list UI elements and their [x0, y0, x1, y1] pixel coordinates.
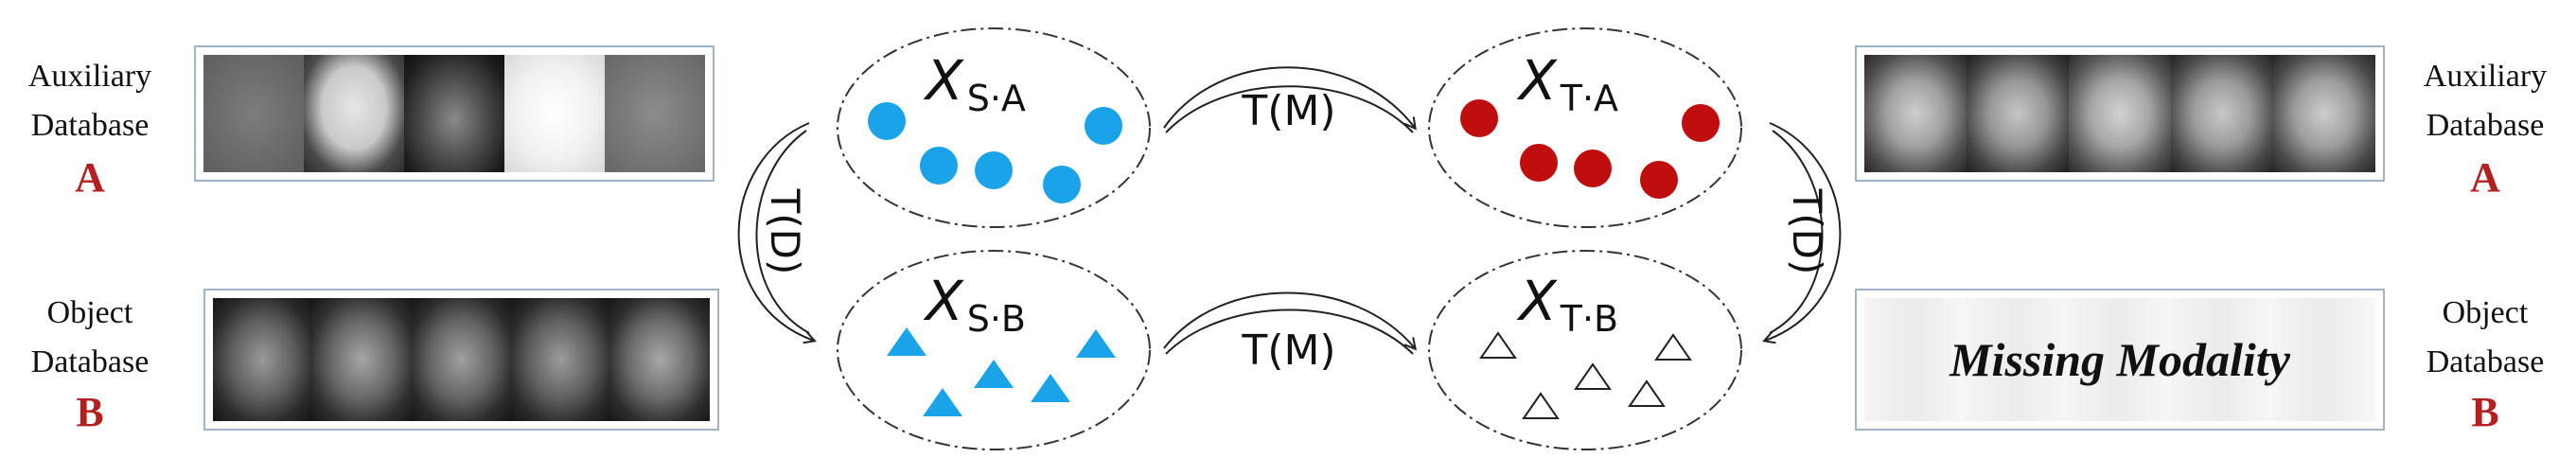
blue-triangle-mark [923, 388, 962, 416]
right-auxiliary-image-strip [1855, 45, 2385, 182]
bottom-modality-label: T(M) [1241, 326, 1335, 375]
face-image [2069, 55, 2171, 172]
blue-triangle-mark [974, 360, 1014, 388]
face-image [610, 298, 710, 421]
left-object-label-line1: Object [46, 295, 133, 330]
hollow-triangle-mark [1574, 362, 1612, 390]
right-object-missing-panel: Missing Modality [1855, 289, 2385, 431]
hollow-triangle-mark [1479, 331, 1517, 359]
blue-circle-mark [975, 151, 1013, 189]
source-aux-samples [868, 102, 1122, 203]
source-obj-sub: S·B [967, 298, 1026, 340]
blue-circle-mark [1043, 166, 1081, 203]
face-image [404, 55, 504, 172]
left-object-label: Object Database [0, 289, 180, 387]
left-auxiliary-label-line1: Auxiliary [27, 59, 152, 94]
right-auxiliary-label: Auxiliary Database [2394, 52, 2576, 150]
face-image [605, 55, 705, 172]
left-auxiliary-image-strip [194, 45, 715, 182]
left-auxiliary-label-line2: Database [30, 108, 150, 143]
face-image [2171, 55, 2273, 172]
target-obj-ellipse [1428, 250, 1742, 450]
target-obj-var: X [1516, 269, 1558, 333]
right-object-label-line2: Database [2426, 344, 2545, 379]
missing-modality-text: Missing Modality [1950, 333, 2290, 386]
left-object-letter: B [76, 389, 104, 435]
target-aux-samples [1460, 99, 1720, 199]
right-object-label: Object Database [2394, 289, 2576, 387]
top-modality-arrow-under [1165, 85, 1414, 133]
source-obj-var: X [923, 269, 964, 333]
right-object-letter: B [2471, 389, 2499, 435]
source-aux-sub: S·A [967, 78, 1026, 119]
source-obj-ellipse [837, 250, 1151, 450]
right-auxiliary-letter: A [2470, 154, 2500, 201]
blue-circle-mark [1085, 107, 1122, 145]
blue-circle-mark [920, 147, 958, 185]
red-circle-mark [1460, 99, 1498, 137]
right-database-arrow [1765, 122, 1842, 341]
face-image [511, 298, 610, 421]
face-image [213, 298, 312, 421]
red-circle-mark [1640, 161, 1678, 199]
face-image [504, 55, 605, 172]
right-database-label: T(D) [1784, 188, 1830, 275]
red-circle-mark [1574, 150, 1612, 187]
left-object-label-line2: Database [30, 344, 150, 379]
target-aux-sub: T·A [1560, 78, 1618, 119]
left-auxiliary-letter: A [75, 154, 105, 201]
face-image [1864, 55, 1967, 172]
target-obj-samples [1479, 331, 1692, 419]
face-image [1967, 55, 2069, 172]
hollow-triangle-mark [1522, 392, 1560, 419]
left-auxiliary-label: Auxiliary Database [0, 52, 180, 150]
hollow-triangle-mark [1654, 333, 1692, 361]
top-modality-label: T(M) [1241, 87, 1335, 135]
source-aux-ellipse [837, 27, 1151, 228]
target-aux-ellipse [1428, 27, 1742, 228]
top-modality-arrow [1163, 66, 1415, 128]
right-auxiliary-label-line1: Auxiliary [2423, 59, 2548, 94]
target-obj-sub: T·B [1560, 298, 1618, 340]
face-image [2273, 55, 2375, 172]
right-auxiliary-label-line2: Database [2426, 108, 2545, 143]
left-object-image-strip [203, 289, 719, 431]
right-database-arrow-inner [1769, 130, 1824, 334]
source-obj-samples [887, 327, 1116, 416]
face-image [312, 298, 412, 421]
face-image [412, 298, 511, 421]
target-aux-var: X [1516, 48, 1558, 113]
left-database-label: T(D) [762, 188, 808, 275]
blue-triangle-mark [887, 327, 926, 356]
blue-triangle-mark [1076, 329, 1116, 358]
source-aux-var: X [923, 48, 964, 113]
face-image [304, 55, 404, 172]
blue-circle-mark [868, 102, 906, 140]
bottom-modality-arrow [1163, 291, 1415, 349]
missing-modality-background: Missing Modality [1864, 298, 2375, 421]
red-circle-mark [1520, 144, 1558, 182]
red-circle-mark [1682, 104, 1720, 142]
hollow-triangle-mark [1628, 379, 1666, 407]
left-database-arrow [737, 122, 814, 341]
blue-triangle-mark [1031, 374, 1070, 402]
right-object-label-line1: Object [2442, 295, 2529, 330]
bottom-modality-arrow-under [1165, 308, 1414, 355]
face-image [203, 55, 304, 172]
left-database-arrow-inner [755, 130, 810, 334]
